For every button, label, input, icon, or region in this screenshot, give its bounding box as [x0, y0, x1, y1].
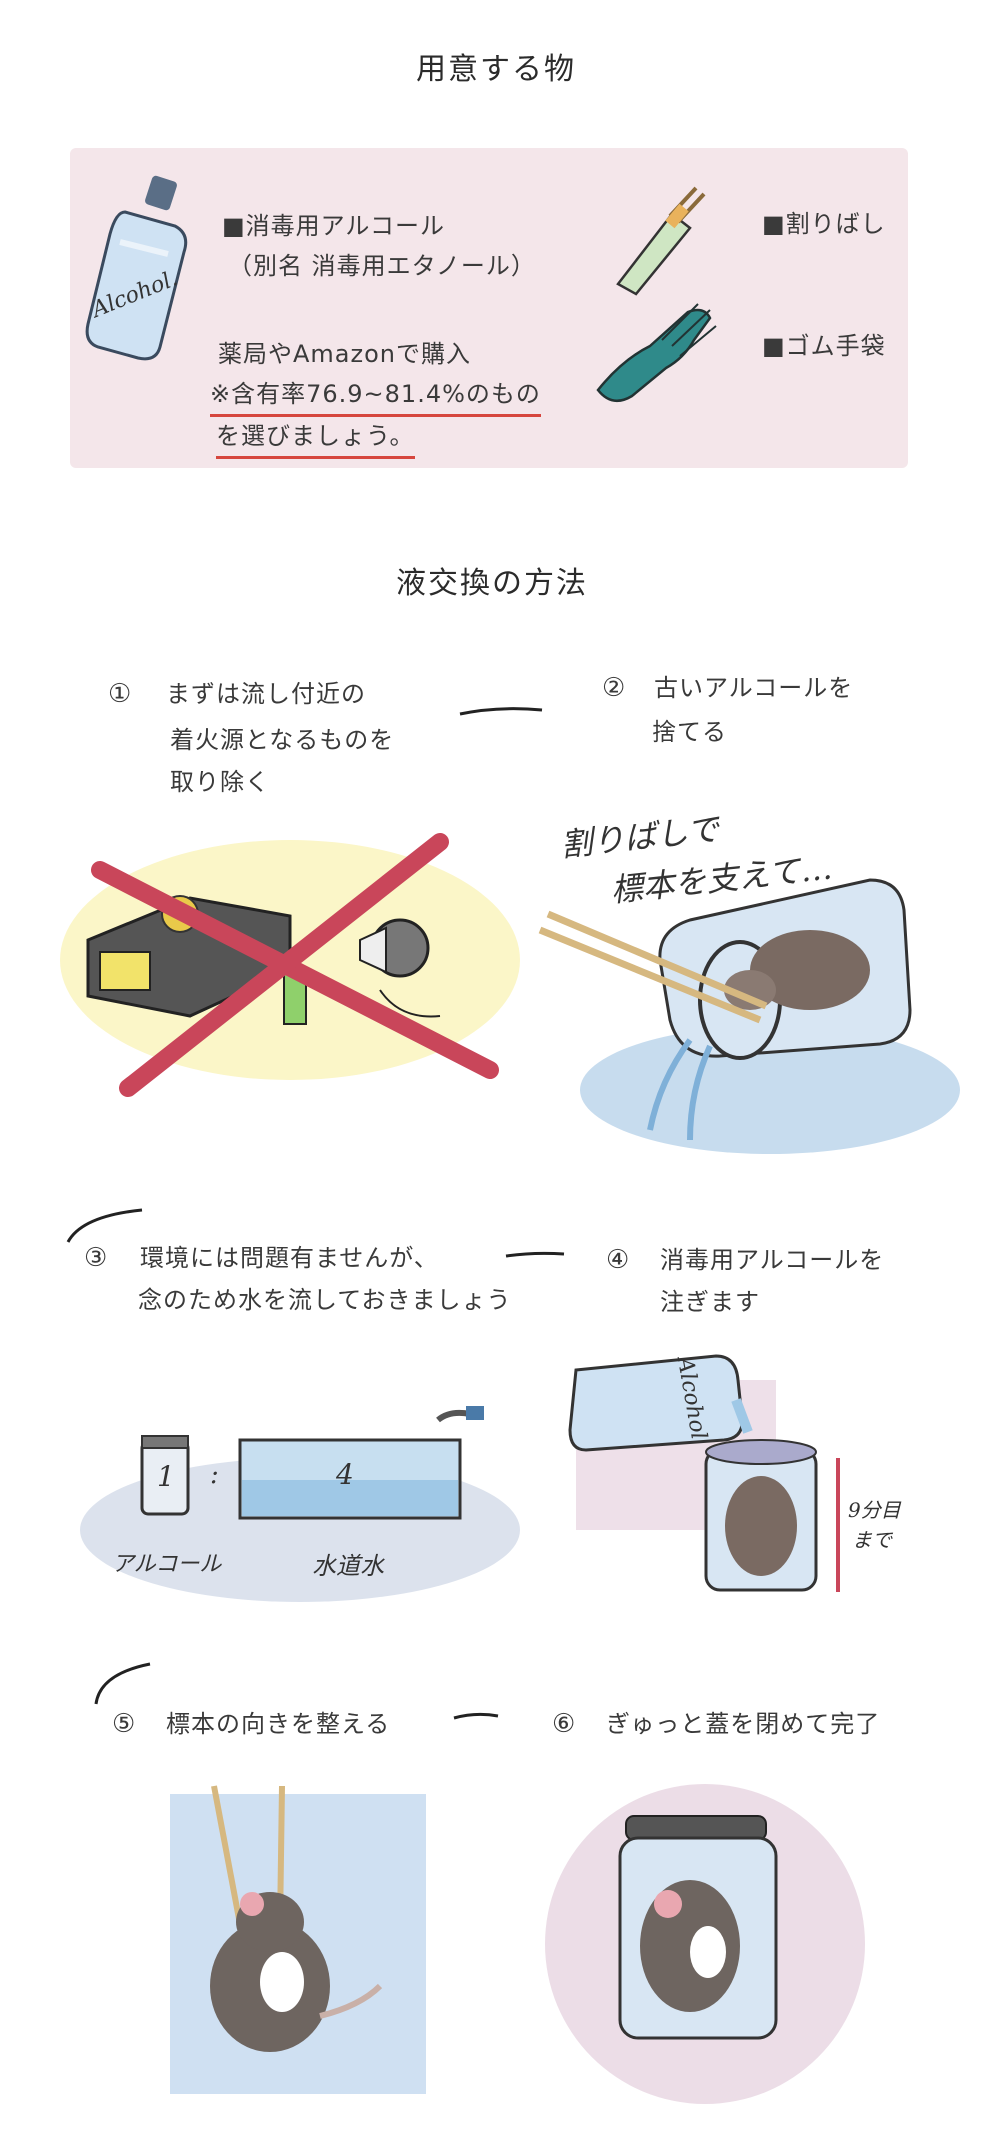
step3-jar-label: アルコール — [112, 1552, 222, 1577]
step4-level-line1: 9分目 — [848, 1498, 901, 1522]
step6-line1: ぎゅっと蓋を閉めて完了 — [606, 1710, 881, 1738]
step4-level-line2: まで — [852, 1528, 892, 1552]
arrow-step3-to-step4 — [505, 1251, 565, 1258]
arrow-step2-to-step3 — [66, 1208, 143, 1243]
step2-line2: 捨てる — [652, 718, 727, 746]
step1-line1: まずは流し付近の — [166, 680, 366, 708]
step2-number: ② — [602, 673, 627, 703]
alcohol-name-line1: ■消毒用アルコール — [222, 212, 445, 240]
step6-close-lid-illustration — [545, 1784, 865, 2104]
arrow-step5-to-step6 — [453, 1712, 499, 1720]
step3-mix-ratio-illustration — [80, 1406, 520, 1602]
arrow-step1-to-step2 — [459, 707, 543, 716]
step4-line1: 消毒用アルコールを — [660, 1246, 885, 1274]
alcohol-buy-text: 薬局やAmazonで購入 — [218, 340, 471, 368]
step3-tank-label: 水道水 — [312, 1552, 384, 1580]
step3-line2: 念のため水を流しておきましょう — [138, 1286, 512, 1314]
alcohol-bottle-illustration — [85, 175, 188, 361]
step4-pour-alcohol-illustration — [568, 1354, 840, 1592]
step1-number: ① — [108, 679, 133, 709]
step2-line1: 古いアルコールを — [654, 674, 854, 702]
step3-tank-number: 4 — [336, 1458, 354, 1491]
step4-number: ④ — [606, 1245, 631, 1275]
alcohol-note-line2: を選びましょう。 — [216, 418, 415, 459]
gloves-label: ■ゴム手袋 — [762, 332, 886, 360]
step5-adjust-specimen-illustration — [170, 1785, 426, 2094]
step3-number: ③ — [84, 1243, 109, 1273]
alcohol-name-line2: （別名 消毒用エタノール） — [228, 252, 536, 280]
chopsticks-label: ■割りばし — [762, 210, 886, 238]
step1-line3: 取り除く — [170, 768, 270, 796]
section-title-method: 液交換の方法 — [396, 566, 588, 601]
step1-line2: 着火源となるものを — [170, 726, 395, 754]
step3-line1: 環境には問題有ませんが、 — [140, 1244, 439, 1272]
alcohol-note-line1: ※含有率76.9~81.4%のもの — [210, 376, 541, 417]
step4-line2: 注ぎます — [660, 1288, 760, 1316]
step5-number: ⑤ — [112, 1709, 137, 1739]
step5-line1: 標本の向きを整える — [166, 1710, 391, 1738]
chopsticks-illustration — [616, 186, 706, 296]
section-title-supplies: 用意する物 — [416, 52, 576, 87]
step3-jar-number: 1 — [157, 1460, 175, 1493]
arrow-step4-to-step5 — [94, 1662, 151, 1705]
step6-number: ⑥ — [552, 1709, 577, 1739]
step3-ratio-separator: : — [210, 1460, 219, 1490]
rubber-gloves-illustration — [596, 303, 717, 403]
step2-pour-out-illustration — [538, 878, 960, 1154]
step1-remove-ignition-illustration — [60, 833, 520, 1097]
